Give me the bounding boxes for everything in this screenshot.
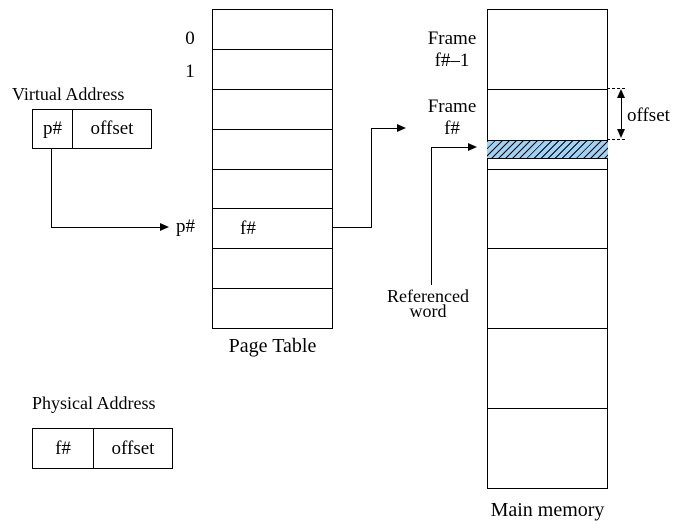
main-memory-frame-row: [488, 168, 607, 249]
referenced-word-label: Referenced word: [372, 286, 484, 321]
referenced-word-line2: word: [409, 301, 447, 321]
connector-line: [51, 227, 161, 228]
page-table-row: [213, 168, 332, 209]
offset-measure-label: offset: [627, 105, 670, 126]
connector-line: [371, 128, 372, 228]
connector-line: [51, 149, 52, 228]
main-memory-frame-row: [488, 10, 607, 89]
main-memory-caption: Main memory: [490, 499, 605, 521]
offset-dashed-line-top: [607, 88, 625, 89]
connector-line: [332, 227, 372, 228]
virtual-address-offset-cell: offset: [90, 118, 134, 139]
main-memory-frame-row: [488, 328, 607, 408]
connector-line: [621, 96, 622, 130]
page-table-row: [213, 88, 332, 129]
arrow-up-icon: [617, 89, 625, 98]
frame-above-label-line1: Frame: [427, 28, 477, 49]
referenced-word-line1: Referenced: [387, 286, 469, 306]
main-memory-frame-row: [488, 408, 607, 488]
virtual-address-page-cell: p#: [33, 110, 73, 148]
physical-address-offset-cell: offset: [111, 437, 155, 459]
frame-target-label-line2: f#: [444, 118, 460, 139]
physical-address-box: f# offset: [32, 428, 173, 469]
physical-address-title: Physical Address: [32, 393, 156, 413]
frame-above-label: Frame f#–1: [420, 28, 484, 72]
virtual-address-title: Virtual Address: [12, 84, 125, 104]
page-table-entry-value: f#: [240, 217, 256, 239]
arrow-right-icon: [397, 124, 406, 132]
page-table-row: [213, 128, 332, 169]
main-memory: [487, 9, 608, 489]
page-table-row: [213, 48, 332, 89]
virtual-address-box: p# offset: [32, 109, 152, 149]
page-table-caption: Page Table: [228, 335, 317, 357]
frame-target-label-line1: Frame: [427, 96, 477, 117]
main-memory-frame-row: [488, 248, 607, 328]
page-table-row: [213, 288, 332, 328]
page-table-entry-row: f#: [213, 208, 332, 248]
arrow-down-icon: [617, 129, 625, 138]
frame-target-label: Frame f#: [420, 96, 484, 140]
offset-dashed-line-bottom: [607, 139, 625, 140]
referenced-word-highlight: [487, 140, 608, 159]
connector-line: [371, 128, 398, 129]
page-table-row: [213, 10, 332, 49]
page-table-row: [213, 248, 332, 288]
page-table: f#: [212, 9, 333, 329]
physical-address-frame-cell: f#: [33, 429, 94, 468]
page-table-lookup-index-label: p#: [176, 216, 195, 237]
frame-above-label-line2: f#–1: [434, 50, 470, 71]
page-table-index-1: 1: [185, 61, 195, 82]
main-memory-frame-row: [488, 88, 607, 169]
connector-line: [431, 148, 432, 285]
page-table-index-0: 0: [185, 28, 195, 49]
connector-line: [431, 147, 469, 148]
arrow-right-icon: [468, 143, 477, 151]
arrow-right-icon: [160, 223, 169, 231]
